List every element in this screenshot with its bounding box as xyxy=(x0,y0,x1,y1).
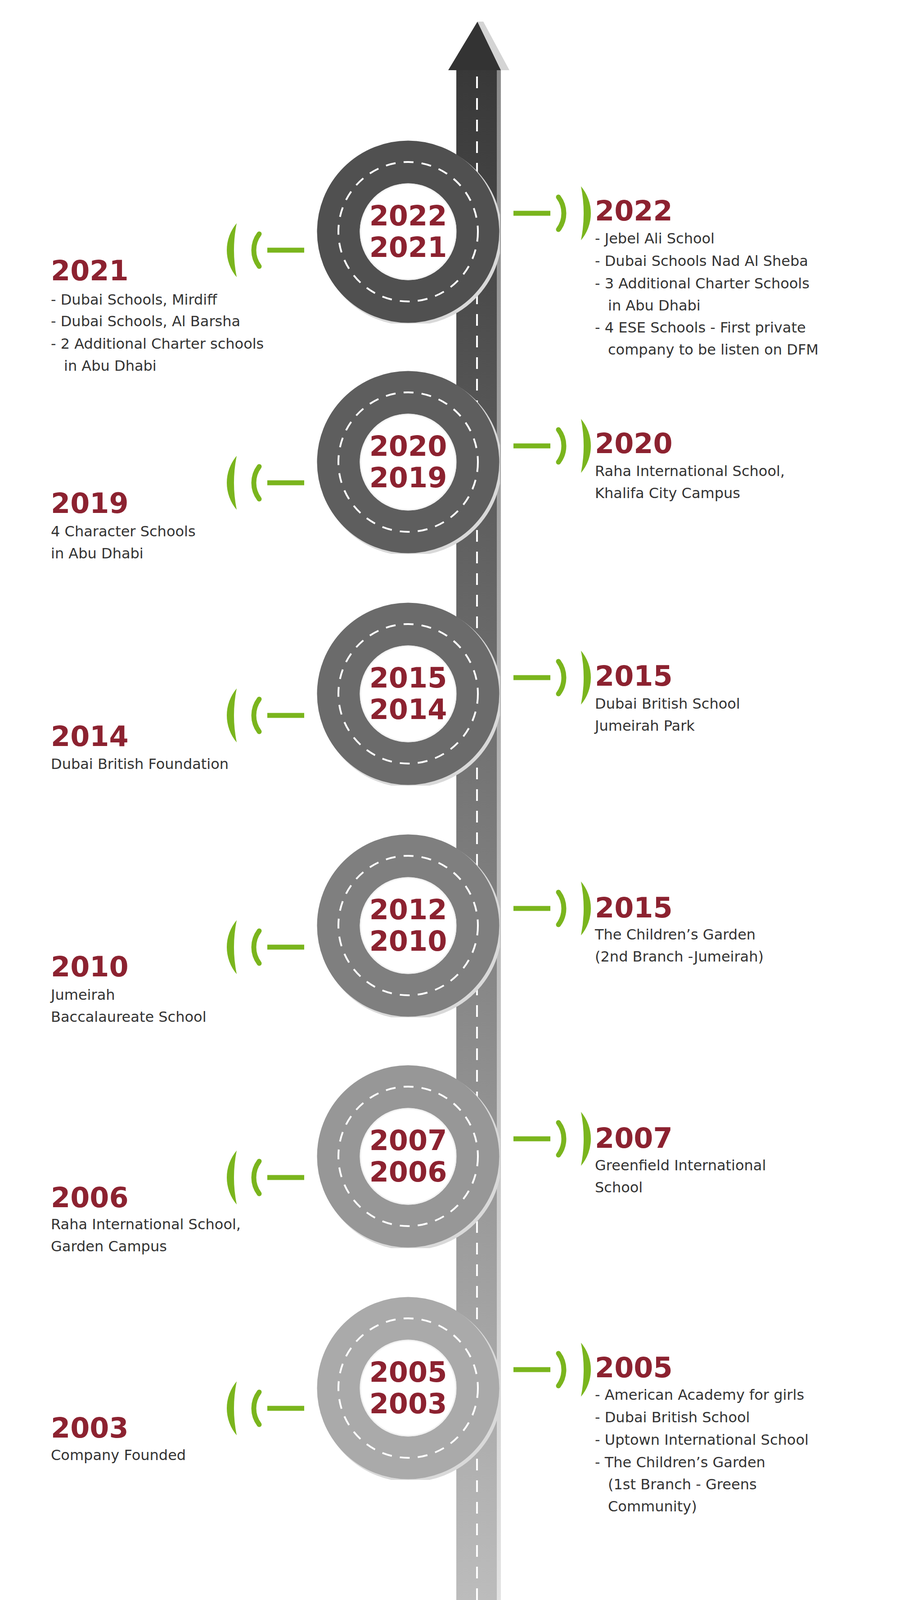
year-loop: 2015 2014 xyxy=(316,602,500,786)
milestone-text: - Dubai Schools, Al Barsha xyxy=(50,310,303,333)
milestone-text: - Dubai Schools, Mirdiff xyxy=(50,288,303,311)
year-loop: 2007 2006 xyxy=(316,1064,500,1249)
milestone-text: - 2 Additional Charter schools in Abu Dh… xyxy=(50,333,274,378)
year-text: 2005 2003 xyxy=(356,1356,460,1420)
year-heading: 2014 xyxy=(50,722,129,751)
ring-centerline xyxy=(338,1086,478,1227)
signal-icon xyxy=(513,418,591,473)
milestone-text: Dubai British Foundation xyxy=(50,753,303,776)
year-loop: 2012 2010 xyxy=(316,833,500,1018)
ring-road xyxy=(338,1086,478,1227)
year-heading: 2022 xyxy=(594,197,673,225)
year-heading: 2006 xyxy=(50,1183,129,1212)
milestone-text: - Dubai British School xyxy=(594,1406,883,1429)
milestone-text: The Children’s Garden (2nd Branch -Jumei… xyxy=(594,923,775,968)
ring-road xyxy=(338,624,478,764)
ring-centerline xyxy=(338,624,478,764)
milestone-text: - Dubai Schools Nad Al Sheba xyxy=(594,250,883,273)
signal-icon xyxy=(226,455,305,510)
signal-icon xyxy=(513,1111,591,1166)
milestone-text: - Jebel Ali School xyxy=(594,227,883,250)
year-loop: 2022 2021 xyxy=(316,139,500,324)
signal-icon xyxy=(226,1150,305,1205)
ring-centerline xyxy=(338,855,478,996)
arrow-head-edge xyxy=(477,21,510,71)
ring-road xyxy=(338,1318,478,1458)
year-text: 2012 2010 xyxy=(356,894,460,958)
ring-road xyxy=(338,162,478,302)
year-pair: 2022 2021 xyxy=(356,200,460,264)
year-heading: 2020 xyxy=(594,429,673,458)
year-heading: 2019 xyxy=(50,489,129,518)
year-text: 2022 2021 xyxy=(356,200,460,264)
year-heading: 2007 xyxy=(594,1124,673,1153)
year-pair: 2005 2003 xyxy=(356,1356,460,1420)
year-heading: 2010 xyxy=(50,953,129,981)
milestone-text: Dubai British School Jumeirah Park xyxy=(594,693,775,738)
ring-centerline xyxy=(338,392,478,532)
milestone-text: 4 Character Schools in Abu Dhabi xyxy=(50,520,204,565)
year-heading: 2005 xyxy=(594,1354,673,1382)
year-pair: 2012 2010 xyxy=(356,894,460,958)
signal-icon xyxy=(513,1342,591,1397)
year-heading: 2015 xyxy=(594,894,673,923)
signal-icon xyxy=(513,186,591,241)
milestone-text: - 4 ESE Schools - First private company … xyxy=(594,316,823,361)
year-loop: 2005 2003 xyxy=(316,1296,500,1481)
year-text: 2015 2014 xyxy=(356,662,460,726)
year-heading: 2015 xyxy=(594,662,673,691)
year-pair: 2007 2006 xyxy=(356,1125,460,1188)
milestone-text: - American Academy for girls xyxy=(594,1384,883,1407)
milestone-text: - 3 Additional Charter Schools in Abu Dh… xyxy=(594,272,823,317)
milestone-text: Company Founded xyxy=(50,1444,303,1467)
signal-icon xyxy=(226,688,305,743)
milestone-text: Raha International School, Khalifa City … xyxy=(594,460,807,505)
ring-road xyxy=(338,392,478,532)
signal-icon xyxy=(513,881,591,936)
year-heading: 2021 xyxy=(50,256,129,285)
year-text: 2007 2006 xyxy=(356,1125,460,1188)
signal-icon xyxy=(226,920,305,975)
signal-icon xyxy=(226,1381,305,1436)
ring-centerline xyxy=(338,1318,478,1458)
milestone-text: Greenfield International School xyxy=(594,1154,793,1199)
signal-icon xyxy=(226,223,305,278)
milestone-text: Jumeirah Baccalaureate School xyxy=(50,984,216,1029)
year-pair: 2015 2014 xyxy=(356,662,460,726)
year-loop: 2020 2019 xyxy=(316,370,500,554)
milestone-text: Raha International School, Garden Campus xyxy=(50,1213,263,1258)
signal-icon xyxy=(513,650,591,705)
milestone-text: - Uptown International School xyxy=(594,1429,883,1452)
milestone-text: - The Children’s Garden (1st Branch - Gr… xyxy=(594,1451,784,1518)
year-pair: 2020 2019 xyxy=(356,430,460,494)
ring-centerline xyxy=(338,162,478,302)
ring-road xyxy=(338,855,478,996)
year-text: 2020 2019 xyxy=(356,430,460,494)
year-heading: 2003 xyxy=(50,1414,129,1443)
